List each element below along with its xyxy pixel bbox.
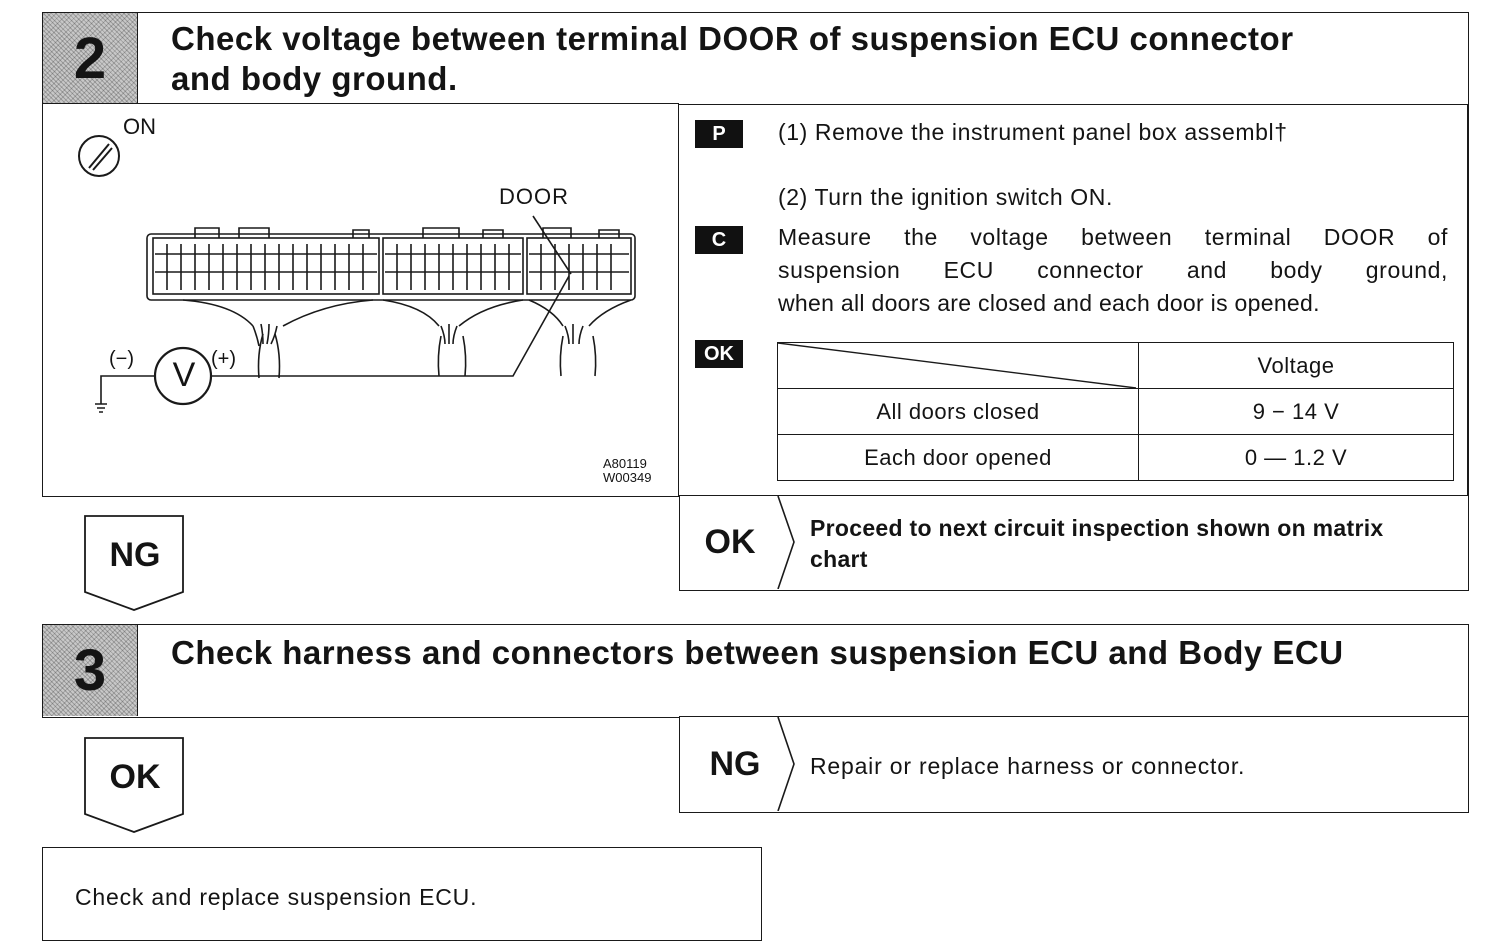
step2-diagram-panel: ON DOOR (−) (+) V A80119 W00349 [42, 103, 679, 497]
condition-cell: Each door opened [777, 434, 1139, 481]
prep-label-badge: P [695, 120, 743, 148]
result-ng-text: Repair or replace harness or connector. [810, 753, 1246, 779]
wire-harness [95, 275, 632, 413]
step3-title: Check harness and connectors between sus… [171, 634, 1344, 671]
result-chevron-icon [777, 717, 795, 811]
result-ok-key: OK [704, 523, 756, 561]
figure-code-1: A80119 [603, 456, 647, 471]
result-ok-line1: Proceed to next circuit inspection shown… [810, 515, 1384, 541]
ecu-connector [146, 227, 636, 301]
table-row: Each door opened 0 — 1.2 V [777, 434, 1454, 481]
step3-header: 3 Check harness and connectors between s… [42, 624, 1469, 718]
step2-title-line2: and body ground. [171, 60, 458, 97]
check-line-2: suspension ECU connector and body ground… [778, 257, 1448, 283]
flow-ng-arrow-shape [84, 515, 184, 611]
voltmeter-icon [153, 346, 213, 406]
result-chevron-icon [777, 496, 795, 589]
step2-header: 2 Check voltage between terminal DOOR of… [42, 12, 1469, 105]
connector-wiring-diagram [78, 135, 636, 413]
flow-ok-arrow-shape [84, 737, 184, 833]
voltage-cell: 9 − 14 V [1138, 388, 1454, 435]
voltmeter-label: V [172, 356, 196, 394]
step3-ng-result-box: NG Repair or replace harness or connecto… [679, 716, 1469, 813]
step3-number: 3 [43, 625, 138, 716]
ignition-on-label: ON [123, 114, 156, 139]
final-action-box: Check and replace suspension ECU. [42, 847, 762, 941]
table-header-row: Voltage [777, 342, 1454, 389]
step2-title-line1: Check voltage between terminal DOOR of s… [171, 20, 1294, 57]
result-ok-line2: chart [810, 546, 868, 572]
check-line-3: when all doors are closed and each door … [778, 290, 1320, 316]
ignition-key-icon [78, 135, 120, 177]
condition-cell: All doors closed [777, 388, 1139, 435]
table-diagonal-cell [777, 342, 1139, 389]
meter-minus-label: (−) [109, 348, 134, 370]
prep-step-2: (2) Turn the ignition switch ON. [778, 184, 1113, 210]
meter-plus-label: (+) [211, 348, 236, 370]
flow-ng-label: NG [109, 536, 161, 574]
step2-ok-result-box: OK Proceed to next circuit inspection sh… [679, 495, 1469, 591]
voltage-spec-table: Voltage All doors closed 9 − 14 V Each d… [777, 342, 1454, 481]
ok-label-badge: OK [695, 340, 743, 368]
step2-right-border [1467, 104, 1469, 497]
step2-number: 2 [43, 13, 138, 103]
table-row: All doors closed 9 − 14 V [777, 388, 1454, 435]
check-label-badge: C [695, 226, 743, 254]
voltage-cell: 0 — 1.2 V [1138, 434, 1454, 481]
result-ng-key: NG [709, 744, 761, 783]
prep-step-1: (1) Remove the instrument panel box asse… [778, 119, 1288, 145]
flow-ok-label: OK [109, 758, 161, 796]
final-action-text: Check and replace suspension ECU. [75, 884, 478, 910]
check-line-1: Measure the voltage between terminal DOO… [778, 224, 1448, 250]
figure-code-2: W00349 [603, 470, 652, 485]
table-header-voltage: Voltage [1138, 342, 1454, 389]
door-terminal-label: DOOR [499, 184, 569, 209]
